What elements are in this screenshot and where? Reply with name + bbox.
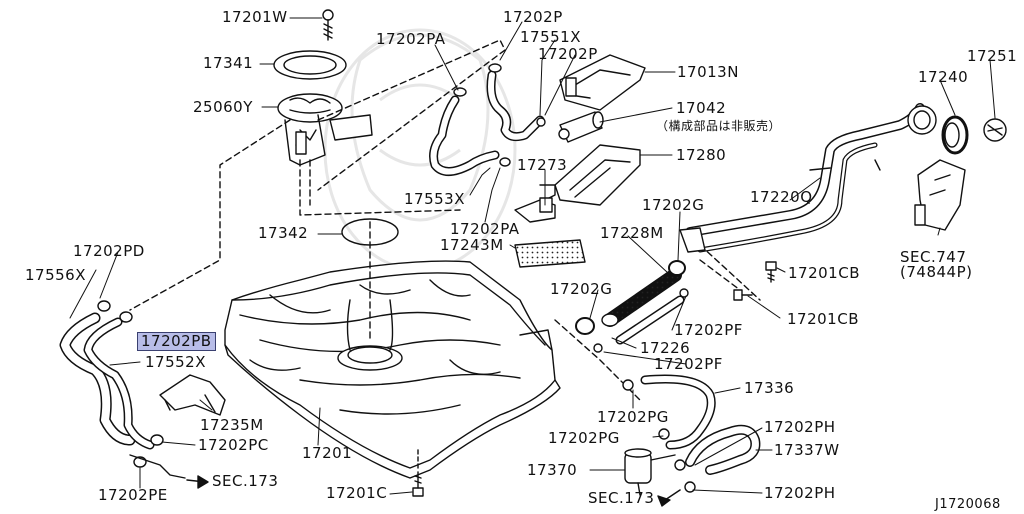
sec-173-arrow-right xyxy=(664,489,681,501)
part-label-17235M: 17235M xyxy=(200,416,264,434)
part-label-17202PB-highlighted: 17202PB xyxy=(137,332,216,351)
fuel-pump-assembly xyxy=(273,9,373,166)
part-label-17370: 17370 xyxy=(527,461,578,479)
part-label-17341: 17341 xyxy=(203,54,254,72)
part-label-17556X: 17556X xyxy=(25,266,86,284)
part-label-17202PE: 17202PE xyxy=(98,486,168,504)
part-label-17202PF-top: 17202PF xyxy=(674,321,743,339)
part-label-17342: 17342 xyxy=(258,224,309,242)
part-label-17226: 17226 xyxy=(640,339,691,357)
part-label-17336: 17336 xyxy=(744,379,795,397)
leader-lines xyxy=(69,17,996,495)
gasket-ring xyxy=(341,218,399,246)
hose-17228M xyxy=(601,268,682,327)
part-label-17201CB-bottom: 17201CB xyxy=(787,310,859,328)
part-label-17013N: 17013N xyxy=(677,63,739,81)
sec-173-label-left: SEC.173 xyxy=(212,472,279,490)
part-label-17552X: 17552X xyxy=(145,353,206,371)
pump-17042 xyxy=(558,111,604,143)
part-label-25060Y: 25060Y xyxy=(193,98,253,116)
part-label-17202PF-bottom: 17202PF xyxy=(654,355,723,373)
bolt-17201C xyxy=(412,449,424,497)
tray-17280 xyxy=(539,144,641,206)
part-label-17201CB-top: 17201CB xyxy=(788,264,860,282)
part-label-17228M: 17228M xyxy=(600,224,664,242)
fuel-filter xyxy=(624,448,676,496)
part-label-17202G-top: 17202G xyxy=(642,196,705,214)
sec-747-label: SEC.747 xyxy=(900,248,967,266)
cover-17013N xyxy=(559,54,646,111)
filler-ring-and-cap xyxy=(941,115,1007,155)
part-label-17251: 17251 xyxy=(967,47,1018,65)
part-label-17273: 17273 xyxy=(517,156,568,174)
part-label-17337W: 17337W xyxy=(774,441,840,459)
part-label-17243M: 17243M xyxy=(440,236,504,254)
part-label-17202P-top: 17202P xyxy=(503,8,563,26)
part-label-17553X: 17553X xyxy=(404,190,465,208)
hose-17336 xyxy=(622,374,716,450)
part-label-17202G-bottom: 17202G xyxy=(550,280,613,298)
part-label-17202PD: 17202PD xyxy=(73,242,145,260)
label-plate xyxy=(514,239,586,268)
sec-173-arrowhead-left xyxy=(197,475,209,489)
vent-hoses xyxy=(429,63,546,176)
diagram-code: J1720068 xyxy=(935,497,1001,512)
part-label-17201W: 17201W xyxy=(222,8,288,26)
hose-17226 xyxy=(615,295,685,345)
part-label-17042: 17042 xyxy=(676,99,727,117)
hose-17337W xyxy=(674,424,761,493)
part-label-17280: 17280 xyxy=(676,146,727,164)
fuel-tank-shape xyxy=(224,260,561,479)
part-label-17202PA-top: 17202PA xyxy=(376,30,446,48)
part-label-17202PC: 17202PC xyxy=(198,436,269,454)
sec-173-arrowhead-right xyxy=(657,495,671,507)
sec-747-reference: (74844P) xyxy=(900,263,973,281)
sec-173-label-right: SEC.173 xyxy=(588,489,655,507)
hoses-17556X-17552X xyxy=(59,300,186,479)
note-not-sold-separately: （構成部品は非販売） xyxy=(656,119,782,133)
part-label-17202PG-bottom: 17202PG xyxy=(548,429,620,447)
part-label-17202P-mid: 17202P xyxy=(538,45,598,63)
dashed-leaders xyxy=(129,39,761,401)
part-label-17202PH-top: 17202PH xyxy=(764,418,836,436)
filler-lid-bracket xyxy=(914,159,966,231)
part-label-17240: 17240 xyxy=(918,68,969,86)
part-label-17202PH-bottom: 17202PH xyxy=(764,484,836,502)
part-label-17201C: 17201C xyxy=(326,484,388,502)
clamps-17202G xyxy=(575,260,689,353)
part-label-17551X: 17551X xyxy=(520,28,581,46)
part-label-17202PA-bottom: 17202PA xyxy=(450,220,520,238)
filler-tube xyxy=(679,103,937,253)
bracket-17273 xyxy=(514,197,556,223)
bolts-17201CB xyxy=(733,261,777,301)
part-label-17220Q: 17220Q xyxy=(750,188,813,206)
bracket-17235M xyxy=(159,374,226,416)
part-label-17201: 17201 xyxy=(302,444,353,462)
part-label-17202PG-top: 17202PG xyxy=(597,408,669,426)
